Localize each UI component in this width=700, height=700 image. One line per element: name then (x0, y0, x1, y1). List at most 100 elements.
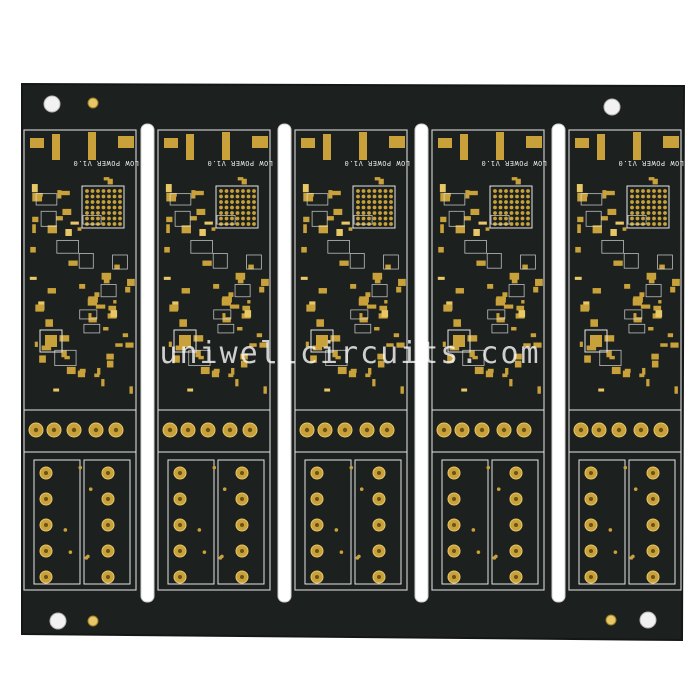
bga-ball (509, 189, 514, 193)
copper-pad (323, 134, 331, 160)
copper-pad (511, 327, 517, 331)
copper-pad (505, 367, 509, 375)
bga-ball (118, 189, 122, 193)
copper-pad (379, 305, 388, 311)
copper-pad (659, 264, 665, 270)
bga-ball (361, 216, 366, 221)
bga-ball (96, 216, 100, 221)
copper-pad (256, 333, 263, 338)
bga-ball (101, 222, 106, 226)
copper-pad (389, 136, 405, 148)
component-outline (627, 215, 647, 225)
copper-pad (222, 297, 226, 302)
via-hole (240, 575, 244, 579)
via-hole (315, 471, 319, 475)
copper-pad (108, 305, 117, 311)
copper-pad (247, 300, 251, 304)
copper-pad (478, 221, 487, 225)
pcb-panel: LOW POWER V1.0 (431, 129, 547, 591)
copper-pad (68, 260, 78, 266)
bga-ball (526, 200, 530, 204)
bga-ball (526, 222, 530, 226)
copper-pad (648, 177, 655, 181)
component-outline (54, 349, 77, 366)
copper-pad (187, 388, 194, 392)
bga-ball (378, 200, 382, 204)
copper-pad (129, 386, 133, 394)
via-hole (651, 497, 655, 501)
via-hole (589, 471, 593, 475)
bga-ball (252, 205, 256, 210)
copper-pad (195, 350, 201, 358)
bga-ball (509, 216, 514, 221)
copper-pad (440, 192, 451, 202)
copper-pad (368, 367, 372, 375)
via-hole (441, 427, 447, 433)
bga-ball (663, 194, 667, 199)
via-hole (514, 575, 518, 579)
bga-ball (493, 194, 497, 199)
copper-pad (639, 292, 645, 297)
copper-pad (502, 292, 508, 297)
bga-ball (652, 222, 656, 226)
panel-outline (431, 129, 545, 591)
component-outline (78, 253, 94, 269)
copper-pad (94, 373, 100, 378)
bga-ball (367, 200, 371, 204)
copper-pad (584, 355, 591, 363)
component-outline (508, 284, 525, 298)
silkscreen-label: LOW POWER V1.0 (207, 159, 273, 167)
via-hole (106, 523, 110, 527)
copper-pad (331, 190, 341, 196)
via (613, 550, 618, 554)
bga-ball (241, 216, 245, 221)
copper-pad (168, 341, 172, 347)
component-outline (174, 210, 191, 227)
via-hole (167, 427, 173, 433)
bga-ball (112, 216, 117, 221)
bga-ball (252, 200, 256, 204)
copper-pad (514, 353, 522, 360)
copper-pad (235, 379, 239, 387)
via-hole (452, 523, 456, 527)
via (623, 465, 628, 470)
copper-pad (633, 313, 637, 322)
via-hole (178, 549, 182, 553)
via-hole (106, 497, 110, 501)
bga-ball (361, 189, 366, 193)
via-hole (377, 471, 381, 475)
copper-pad (359, 132, 367, 160)
routing-slots (140, 123, 566, 603)
copper-pad (658, 300, 662, 304)
copper-pad (611, 366, 621, 375)
header-outline (354, 459, 402, 585)
component-outline (353, 215, 373, 225)
component-outline (623, 253, 639, 269)
via (349, 465, 354, 470)
copper-pad (633, 132, 641, 160)
copper-pad (88, 317, 97, 323)
qfn-outline (173, 329, 197, 353)
copper-pad (470, 208, 480, 216)
bga-ball (504, 189, 508, 193)
copper-pad (240, 353, 248, 360)
component-outline (487, 309, 506, 320)
copper-pad (443, 304, 452, 312)
copper-pad (259, 342, 268, 348)
via-hole (452, 549, 456, 553)
bga-ball (663, 189, 667, 193)
via-hole (71, 427, 77, 433)
bga-ball (356, 200, 360, 204)
copper-pad (386, 343, 394, 347)
copper-pad (231, 367, 235, 375)
copper-pad (106, 353, 114, 360)
bga-ball (493, 211, 497, 215)
bga-ball (241, 200, 245, 204)
component-outline (371, 284, 388, 298)
via-hole (651, 575, 655, 579)
copper-pad (674, 386, 678, 394)
bga-ball (219, 189, 223, 193)
copper-pad (378, 178, 384, 185)
copper-pad (237, 177, 244, 181)
